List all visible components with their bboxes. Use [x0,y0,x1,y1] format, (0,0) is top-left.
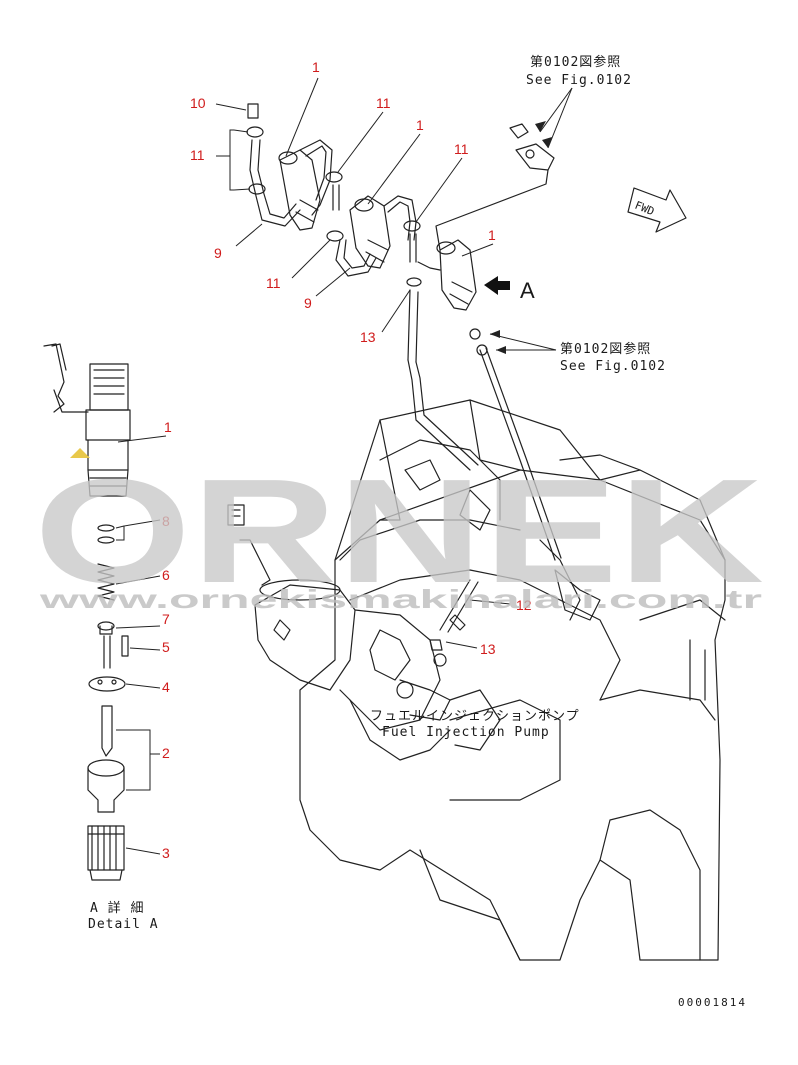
watermark-url: www.ornekismakinalari.com.tr [38,584,762,614]
pump-label-jp: フュエルインジェクションポンプ [370,709,580,724]
callout-11-top: 11 [376,95,391,111]
pump-label-en: Fuel Injection Pump [382,725,550,740]
cap-icon [247,103,259,119]
fwd-label: FWD [633,199,656,218]
ref-mid-jp: 第0102図参照 [560,341,651,357]
fwd-arrow: FWD [627,187,687,233]
detail-a-injector [43,343,131,881]
callout-9-left: 9 [214,245,222,261]
ref-mid-en: See Fig.0102 [560,359,666,374]
callout-detail-1: 1 [164,419,172,435]
callout-detail-2: 2 [162,745,170,761]
detail-label-jp: A 詳 細 [90,900,144,916]
ref-top-jp: 第0102図参照 [530,54,621,70]
callout-1-right: 1 [488,227,496,243]
fuel-injection-pump [227,504,501,761]
ref-top-en: See Fig.0102 [526,73,632,88]
callout-12: 12 [516,597,532,613]
detail-label-en: Detail A [88,917,159,932]
callout-13-top: 13 [360,329,376,345]
callout-11-low: 11 [266,275,281,291]
callout-9-low: 9 [304,295,312,311]
arrowheads [490,121,552,354]
callout-detail-8: 8 [162,513,170,529]
callout-10: 10 [190,95,206,111]
callout-detail-5: 5 [162,639,170,655]
watermark-accent-icon [70,448,90,458]
view-arrow-a: A [484,276,536,303]
callout-detail-3: 3 [162,845,170,861]
callout-detail-7: 7 [162,611,170,627]
callout-1-top: 1 [312,59,320,75]
reference-labels: 第0102図参照 See Fig.0102 第0102図参照 See Fig.0… [88,54,747,1009]
callout-11-left: 11 [190,147,205,163]
callout-11-right: 11 [454,141,469,157]
view-arrow-label: A [520,278,536,303]
callout-detail-6: 6 [162,567,170,583]
callout-13-low: 13 [480,641,496,657]
leader-lines [115,77,573,855]
injector-group [246,103,555,356]
watermark-brand: ORNEK [34,449,764,614]
callout-1-mid: 1 [416,117,424,133]
callout-numbers: 1 10 11 11 1 11 1 9 11 9 13 12 13 1 8 6 … [162,59,532,861]
callout-detail-4: 4 [162,679,170,695]
drawing-number: 00001814 [678,996,747,1009]
fuel-pipes [407,289,562,651]
engine-block [299,399,726,961]
watermark: ORNEK www.ornekismakinalari.com.tr [34,448,764,614]
